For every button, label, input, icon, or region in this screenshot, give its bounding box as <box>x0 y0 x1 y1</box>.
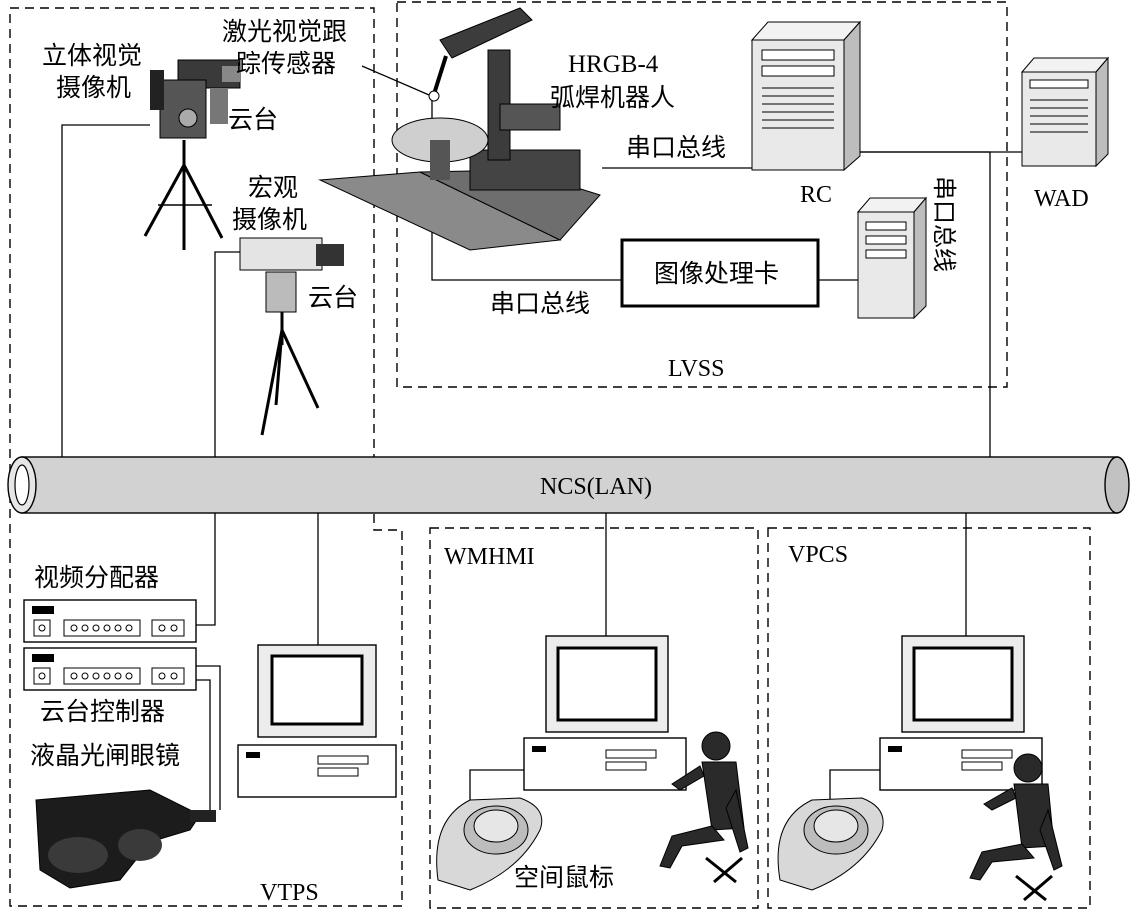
stereo-camera-icon <box>150 59 241 139</box>
laser-sensor-label-1: 激光视觉跟 <box>222 17 347 46</box>
vtps-label: VTPS <box>260 880 319 906</box>
image-card-label: 图像处理卡 <box>654 259 779 288</box>
video-splitter-device <box>23 599 197 643</box>
controller-glasses-link-2 <box>196 679 211 810</box>
robot-label-1: HRGB-4 <box>568 51 659 78</box>
mouse-cable-vpcs <box>829 769 884 800</box>
lvss-label: LVSS <box>668 356 724 382</box>
ptz-controller-device <box>23 647 197 691</box>
tower-pc-icon <box>856 196 928 320</box>
lcd-glasses-label: 液晶光闸眼镜 <box>30 741 180 770</box>
seated-operator-icon <box>659 731 749 884</box>
ncs-label: NCS(LAN) <box>540 474 652 500</box>
desktop-computer-icon <box>879 635 1043 791</box>
tripod-icon <box>260 312 320 436</box>
server-icon <box>1020 56 1110 168</box>
ptz-label-1: 云台 <box>228 105 278 134</box>
space-mouse-label: 空间鼠标 <box>514 863 614 892</box>
vpcs-label: VPCS <box>788 542 848 568</box>
rc-label: RC <box>800 182 832 208</box>
seated-operator-icon <box>969 753 1063 902</box>
wmhmi-region <box>429 527 759 909</box>
vtps-splitter-link <box>196 513 216 626</box>
serial-bus-label-vertical: 串口总线 <box>930 176 958 272</box>
ptz-label-2: 云台 <box>308 283 358 312</box>
ptz-controller-label: 云台控制器 <box>40 697 165 726</box>
macro-camera-link <box>214 251 240 460</box>
video-splitter-label: 视频分配器 <box>34 563 159 592</box>
tripod-icon <box>143 140 224 250</box>
desktop-computer-icon <box>523 635 687 791</box>
welding-robot-icon <box>318 7 601 251</box>
lvss-region <box>396 1 1008 388</box>
3d-mouse-icon <box>777 797 884 891</box>
controller-glasses-link <box>196 665 221 810</box>
vtps-region <box>9 7 403 907</box>
serial-bus-label-top: 串口总线 <box>626 133 726 162</box>
shutter-glasses-icon <box>35 789 216 889</box>
stereo-camera-label-2: 摄像机 <box>56 73 131 102</box>
server-icon <box>750 20 862 172</box>
macro-camera-label-1: 宏观 <box>248 173 298 202</box>
desktop-computer-icon <box>237 644 397 798</box>
stereo-camera-link <box>61 124 150 460</box>
vpcs-region <box>767 527 1091 909</box>
serial-bus-label-mid: 串口总线 <box>490 289 590 318</box>
robot-label-2: 弧焊机器人 <box>550 83 675 112</box>
image-card-box <box>620 238 820 308</box>
sensor-pointer <box>361 65 437 99</box>
ncs-lan-bus <box>7 456 1130 514</box>
laser-sensor-label-2: 踪传感器 <box>236 49 336 78</box>
3d-mouse-icon <box>436 797 543 891</box>
wmhmi-label: WMHMI <box>444 544 535 570</box>
stereo-camera-label-1: 立体视觉 <box>42 41 142 70</box>
macro-camera-label-2: 摄像机 <box>232 205 307 234</box>
wad-label: WAD <box>1034 186 1089 212</box>
mouse-cable-wmhmi <box>469 769 528 800</box>
macro-camera-icon <box>239 237 344 313</box>
